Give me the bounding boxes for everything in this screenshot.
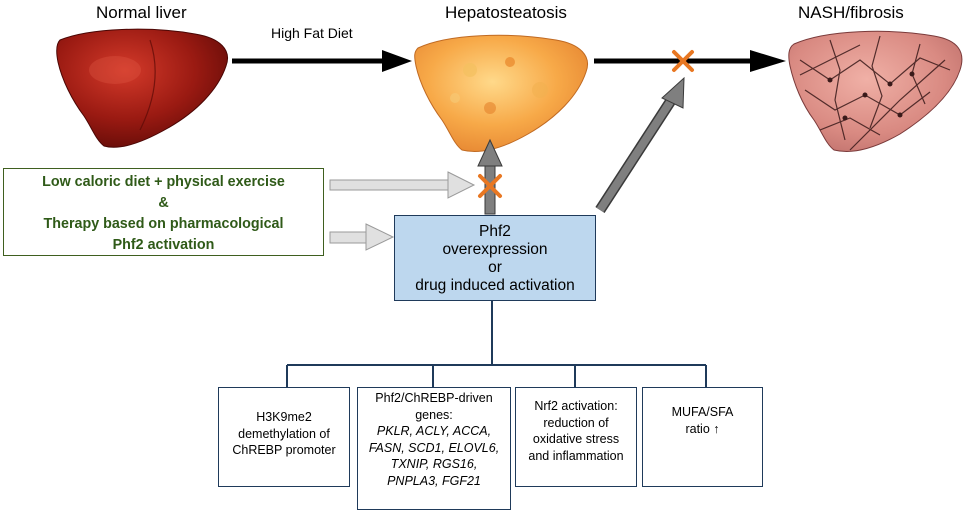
mechanism-box-nrf2: Nrf2 activation: reduction of oxidative … bbox=[515, 387, 637, 487]
phf2-box: Phf2 overexpression or drug induced acti… bbox=[394, 215, 596, 301]
mechanism-3-line-3: oxidative stress bbox=[532, 432, 620, 446]
intervention-box: Low caloric diet + physical exercise & T… bbox=[3, 168, 324, 256]
arrow-phf2-to-nash-arrow bbox=[595, 76, 685, 213]
mechanism-2-gene-line-2: FASN, SCD1, ELOVL6, bbox=[368, 440, 500, 455]
mechanism-2-line-1: Phf2/ChREBP-driven bbox=[375, 391, 493, 405]
intervention-line-1: Low caloric diet + physical exercise bbox=[42, 174, 285, 190]
intervention-line-3: Therapy based on pharmacological bbox=[43, 216, 284, 232]
phf2-line-4: drug induced activation bbox=[415, 277, 575, 294]
mechanism-2-gene-line-4: PNPLA3, FGF21 bbox=[387, 473, 481, 488]
phf2-line-3: or bbox=[488, 259, 502, 276]
normal-liver-image bbox=[56, 28, 228, 148]
mechanism-2-gene-line-3: TXNIP, RGS16, bbox=[390, 457, 478, 471]
arrow-intervention-to-hepato bbox=[329, 171, 476, 199]
mechanism-1-line-2: demethylation of bbox=[238, 426, 330, 441]
stage-title-normal-liver: Normal liver bbox=[96, 3, 187, 22]
stage-title-nash-fibrosis: NASH/fibrosis bbox=[798, 3, 904, 22]
mechanism-2-line-2: genes: bbox=[415, 407, 453, 422]
block-mark-upper bbox=[672, 50, 694, 72]
fibrosis-liver-image bbox=[788, 30, 963, 152]
mechanism-2-gene-line-1: PKLR, ACLY, ACCA, bbox=[376, 424, 492, 438]
mechanism-box-chrebp-genes: Phf2/ChREBP-driven genes: PKLR, ACLY, AC… bbox=[357, 387, 511, 510]
arrow-normal-to-hepato bbox=[232, 50, 412, 72]
mechanism-3-line-2: reduction of bbox=[543, 415, 609, 430]
mechanism-1-line-3: ChREBP promoter bbox=[232, 443, 336, 457]
arrow-hepato-to-nash bbox=[594, 50, 786, 72]
stage-title-hepatosteatosis: Hepatosteatosis bbox=[445, 3, 567, 22]
intervention-line-2: & bbox=[158, 195, 169, 211]
steatosis-liver-image bbox=[414, 34, 588, 152]
mechanism-1-line-1: H3K9me2 bbox=[256, 410, 312, 424]
phf2-line-2: overexpression bbox=[442, 241, 548, 258]
intervention-line-4: Phf2 activation bbox=[112, 237, 215, 253]
high-fat-diet-label: High Fat Diet bbox=[271, 25, 353, 41]
mechanism-3-line-1: Nrf2 activation: bbox=[534, 399, 618, 413]
phf2-line-1: Phf2 bbox=[479, 223, 511, 240]
mechanism-3-line-4: and inflammation bbox=[528, 448, 624, 463]
mechanism-4-line-2: ratio ↑ bbox=[685, 421, 720, 436]
block-mark-lower bbox=[478, 174, 502, 198]
mechanism-box-mufa-sfa: MUFA/SFA ratio ↑ bbox=[642, 387, 763, 487]
arrow-intervention-to-phf2 bbox=[329, 223, 395, 251]
mechanism-box-h3k9me2: H3K9me2 demethylation of ChREBP promoter bbox=[218, 387, 350, 487]
tree-connector bbox=[286, 301, 707, 387]
mechanism-4-line-1: MUFA/SFA bbox=[671, 405, 734, 419]
